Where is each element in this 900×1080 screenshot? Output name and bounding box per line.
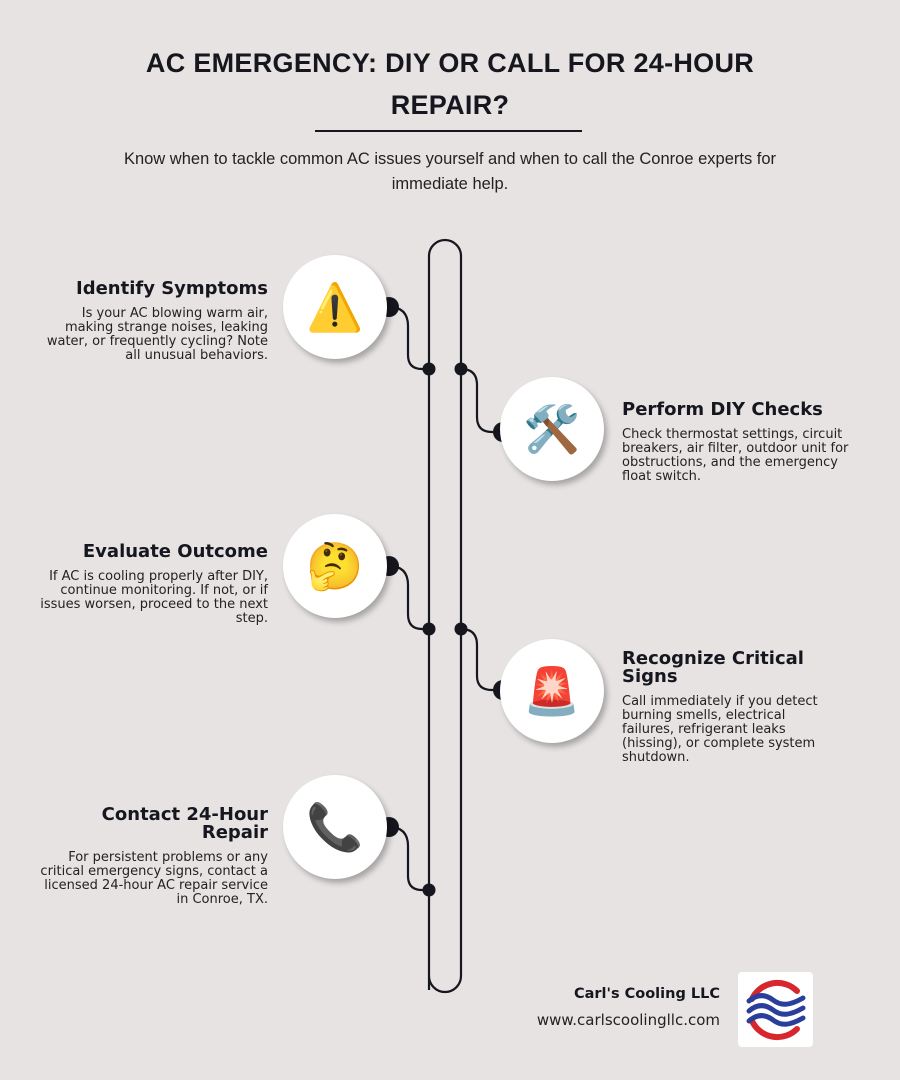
step-3-icon-circle: 🤔: [283, 514, 387, 618]
step-4-icon-circle: 🚨: [500, 639, 604, 743]
node-dot: [422, 622, 436, 636]
node-dot: [422, 362, 436, 376]
step-title: Contact 24-Hour Repair: [101, 804, 268, 843]
step-1-icon-circle: ⚠️: [283, 255, 387, 359]
waves-logo-icon: [746, 979, 805, 1040]
telephone-icon: 📞: [306, 800, 364, 854]
connector-step-3: [388, 564, 429, 631]
node-dot: [454, 622, 468, 636]
step-description: If AC is cooling properly after DIY, con…: [40, 569, 268, 626]
step-title: Recognize Critical Signs: [622, 648, 804, 687]
connector-step-5: [388, 825, 429, 892]
page-subtitle: Know when to tackle common AC issues you…: [123, 150, 777, 193]
page-title: AC EMERGENCY: DIY OR CALL FOR 24-HOUR RE…: [145, 48, 755, 120]
timeline-track: [427, 238, 463, 994]
step-5-icon-circle: 📞: [283, 775, 387, 879]
step-title: Evaluate Outcome: [82, 541, 268, 562]
step-description: For persistent problems or any critical …: [40, 850, 268, 907]
connector-step-1: [388, 305, 429, 371]
step-title: Identify Symptoms: [76, 278, 268, 299]
thinking-face-icon: 🤔: [306, 539, 364, 593]
connector-step-4: [460, 627, 503, 692]
brand-website[interactable]: www.carlscoolingllc.com: [536, 1011, 720, 1029]
brand-name: Carl's Cooling LLC: [573, 986, 720, 1002]
connector-step-2: [460, 367, 503, 434]
step-description: Is your AC blowing warm air, making stra…: [46, 306, 268, 363]
step-2-icon-circle: 🛠️: [500, 377, 604, 481]
warning-icon: ⚠️: [306, 280, 364, 334]
step-description: Check thermostat settings, circuit break…: [622, 427, 849, 484]
step-2: Perform DIY Checks Check thermostat sett…: [622, 401, 852, 484]
step-4: Recognize Critical Signs Call immediatel…: [622, 650, 837, 765]
node-dot: [422, 883, 436, 897]
brand-logo: [738, 972, 813, 1047]
title-divider: [315, 130, 582, 132]
node-dot: [454, 362, 468, 376]
siren-light-icon: 🚨: [523, 664, 581, 718]
step-1: Identify Symptoms Is your AC blowing war…: [38, 280, 268, 363]
step-description: Call immediately if you detect burning s…: [622, 694, 818, 765]
step-3: Evaluate Outcome If AC is cooling proper…: [38, 543, 268, 626]
step-title: Perform DIY Checks: [622, 399, 823, 420]
step-5: Contact 24-Hour Repair For persistent pr…: [38, 806, 268, 907]
hammer-wrench-icon: 🛠️: [523, 402, 581, 456]
